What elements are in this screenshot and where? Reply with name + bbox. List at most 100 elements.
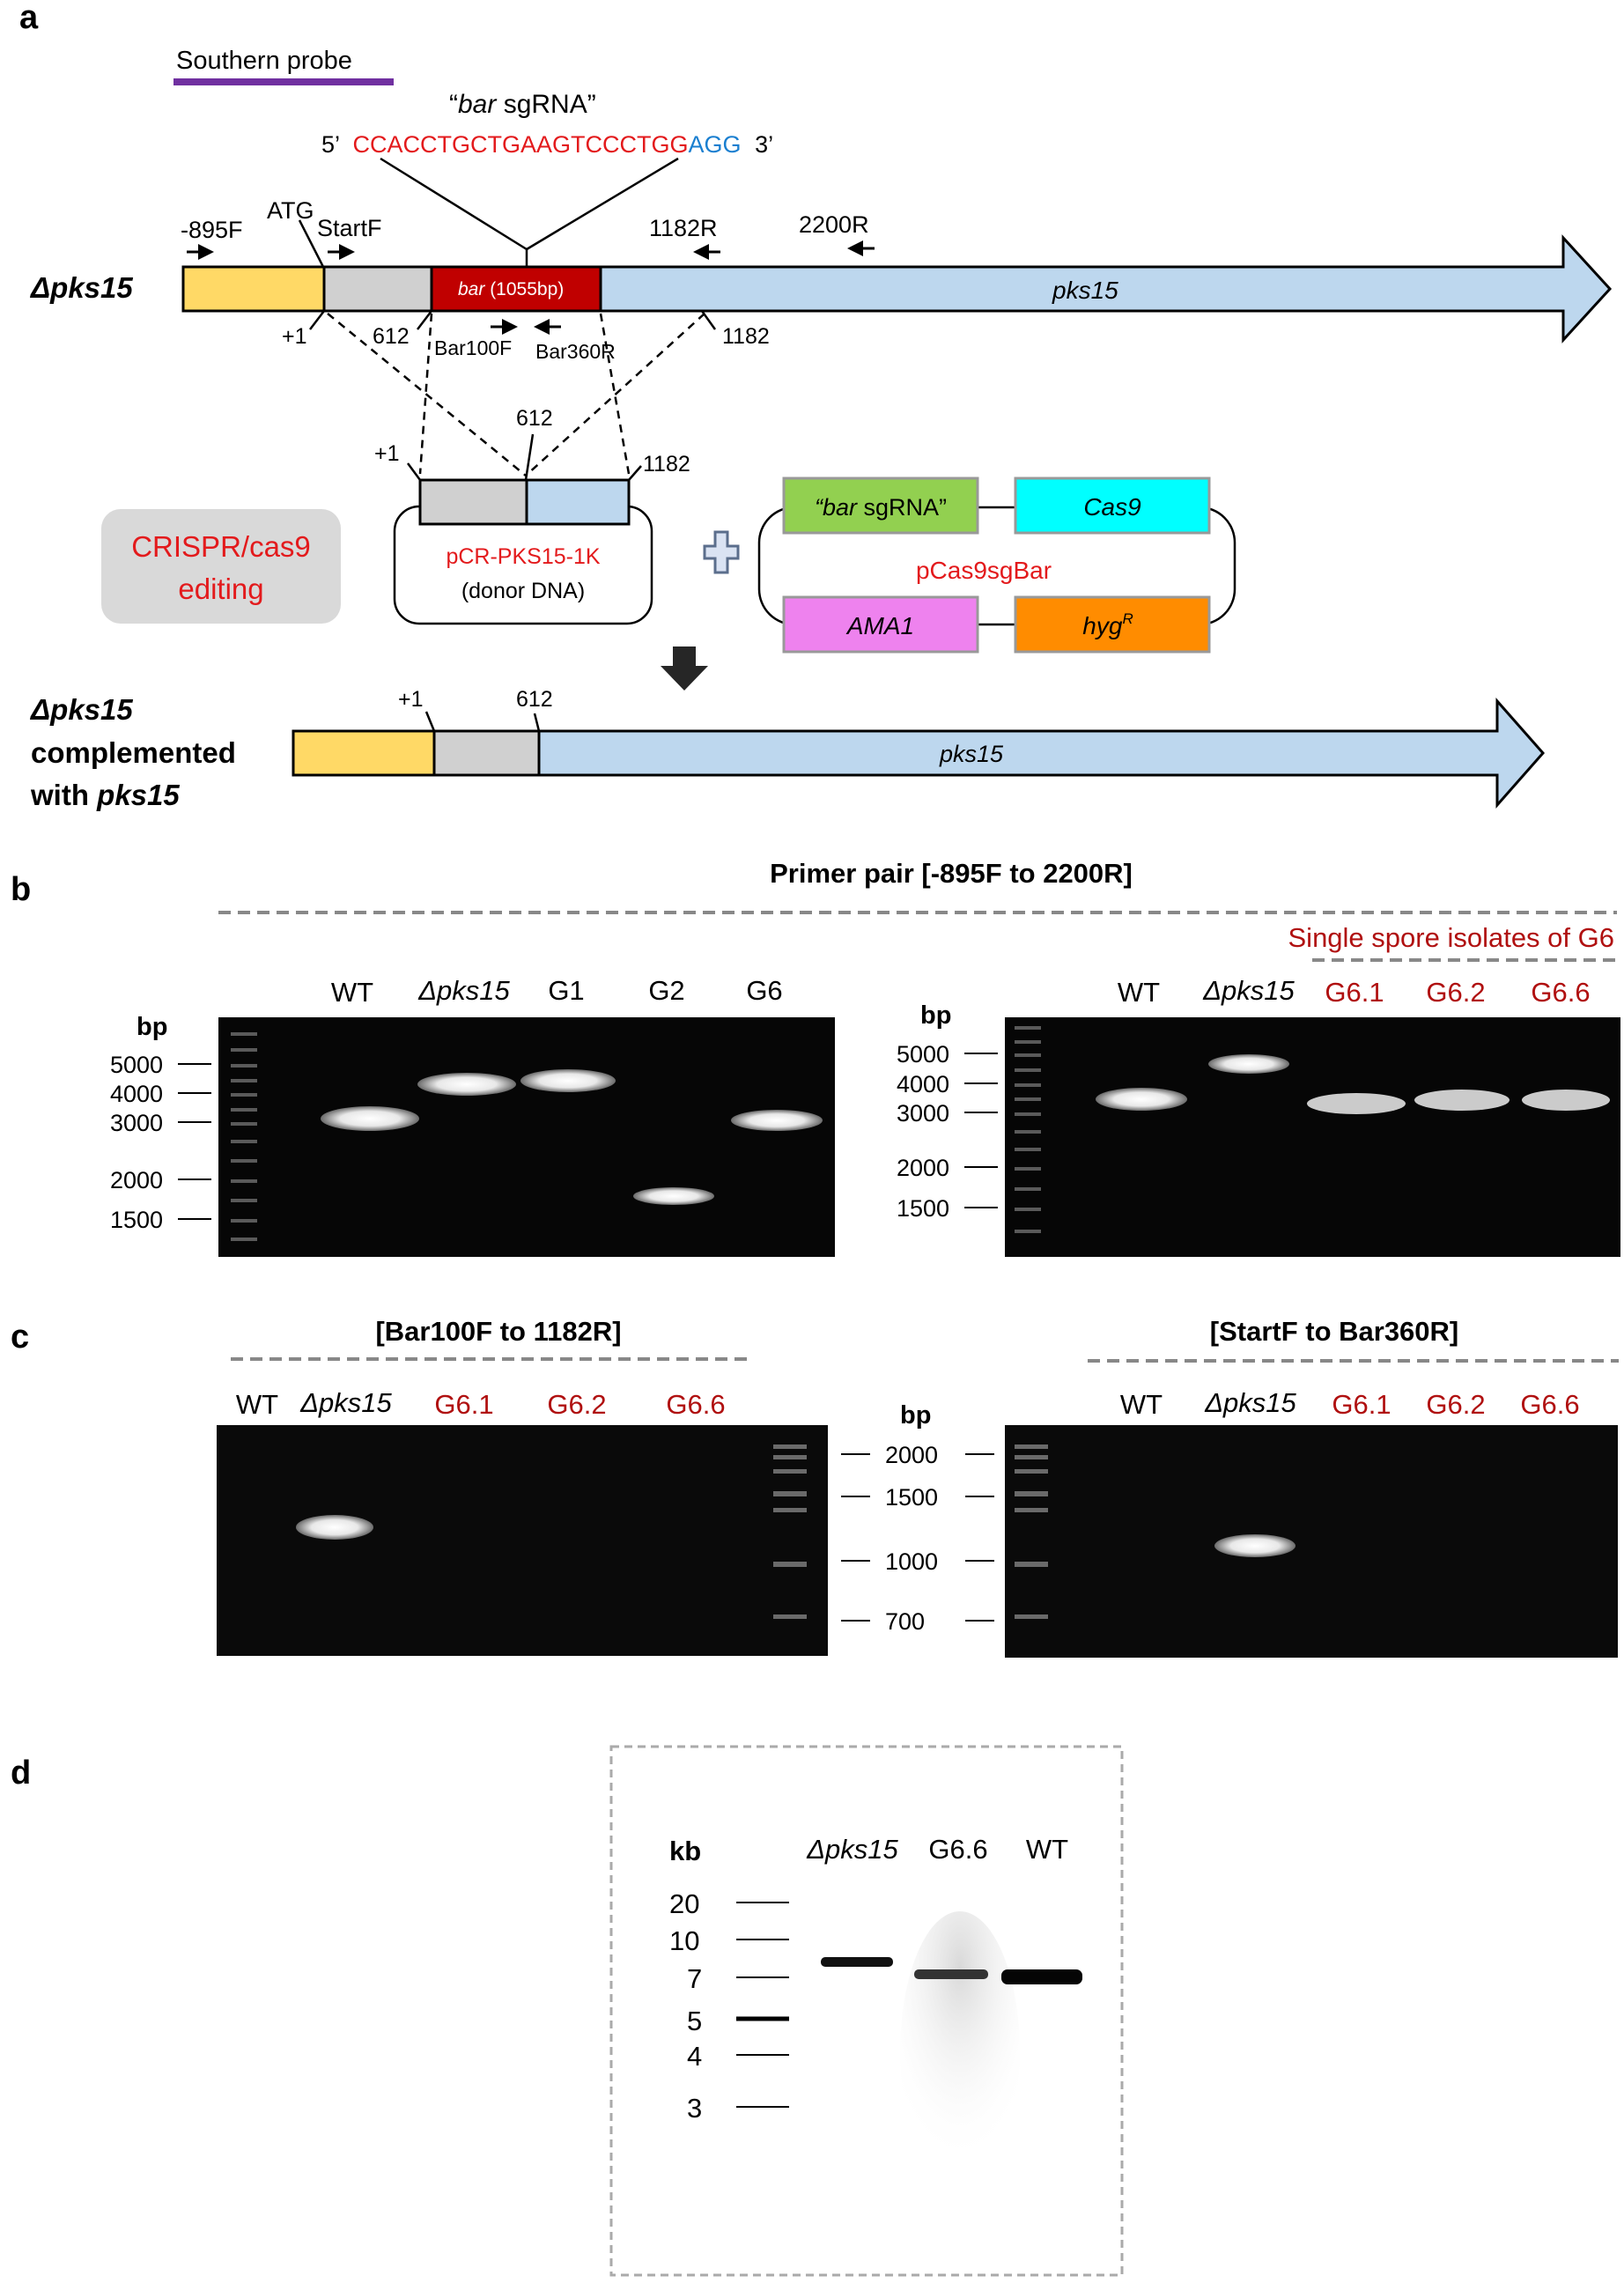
b-left-band-dpks15	[417, 1073, 516, 1096]
pks15-gene-blue-arrow	[601, 238, 1610, 267]
pks15-gene-filled	[599, 238, 1610, 267]
pks15-arrow-drawn-top	[601, 238, 1612, 267]
c-right-band-dpks15	[1214, 1534, 1296, 1557]
d-marker-4: 4	[687, 2041, 702, 2072]
b-left-marker-5000: 5000	[110, 1052, 163, 1078]
complement-612-tick	[533, 713, 541, 732]
complement-pos-612: 612	[516, 687, 553, 712]
b-left-lane-g1: G1	[548, 975, 584, 1006]
pks15-gene-arrow-shape	[601, 240, 1610, 267]
pks15-dpks15	[601, 238, 1610, 266]
homology-line-4	[525, 313, 705, 477]
pks15-gene-arrow-real	[601, 238, 1612, 267]
pks15-gene	[601, 240, 1610, 269]
b-left-marker-2000: 2000	[110, 1167, 163, 1193]
southern-probe-label: Southern probe	[176, 47, 352, 75]
d-kb: kb	[669, 1836, 701, 1866]
b-left-lane-labels: WT Δpks15 G1 G2 G6	[331, 975, 783, 1008]
d-band-dpks15	[821, 1957, 893, 1967]
gene-arrow	[601, 238, 1612, 267]
c-left-lane-g61: G6.1	[434, 1389, 493, 1420]
b-right-gel	[1005, 1017, 1620, 1257]
c-right-lane-dpks15: Δpks15	[1204, 1387, 1296, 1418]
bar-cassette-label: bar (1055bp)	[458, 279, 564, 299]
b-right-marker-4000: 4000	[897, 1071, 949, 1097]
b-left-lane-wt: WT	[331, 977, 373, 1008]
d-band-wt	[1001, 1969, 1082, 1984]
c-left-lane-labels: WT Δpks15 G6.1 G6.2 G6.6	[236, 1387, 726, 1420]
complement-start	[432, 729, 541, 777]
panel-c: [Bar100F to 1182R] [StartF to Bar360R] W…	[217, 1316, 1619, 1658]
b-right-markers: 5000 4000 3000 2000 1500	[897, 1041, 998, 1222]
c-marker-1000: 1000	[885, 1548, 938, 1575]
pks15-gene-arrow-body	[599, 234, 1613, 344]
pks15-arrow-a	[601, 240, 1612, 267]
d-lane-wt: WT	[1026, 1834, 1068, 1865]
c-right-ladder	[1015, 1444, 1048, 1619]
d-marker-3: 3	[687, 2093, 702, 2124]
pos-612-tick	[417, 310, 432, 330]
atg-tick	[298, 219, 325, 268]
d-lane-g66: G6.6	[928, 1834, 987, 1865]
d-marker-20: 20	[669, 1888, 699, 1919]
pks15-arrow	[601, 240, 1610, 267]
pks15-gene-arrow-top	[601, 240, 1610, 267]
crispr-line2: editing	[178, 573, 263, 605]
pks15-visible-arrow	[601, 240, 1612, 267]
sgrna-sequence: 5’ CCACCTGCTGAAGTCCCTGGAGG 3’	[321, 131, 773, 158]
pks15-gene-polygon	[599, 240, 1608, 267]
c-right-gel	[1005, 1425, 1618, 1658]
b-left-lane-g6: G6	[746, 975, 782, 1006]
b-left-lane-dpks15: Δpks15	[417, 975, 510, 1006]
pks15-main-arrow	[601, 240, 1612, 268]
primer-atg: ATG	[267, 197, 314, 224]
pks15-gene-arrow	[601, 240, 1610, 269]
sgrna-line-left	[380, 157, 528, 251]
panel-a: Southern probe “bar sgRNA” 5’ CCACCTGCTG…	[29, 47, 1613, 811]
cassette-cas9-label: Cas9	[1083, 493, 1140, 521]
pks15-blue-gene	[599, 238, 1610, 267]
cassette-hyg-label: hygR	[1082, 610, 1133, 639]
panel-b-title: Primer pair [-895F to 2200R]	[770, 858, 1133, 889]
pks15-gene-arrow-final	[601, 240, 1610, 267]
b-left-marker-3000: 3000	[110, 1110, 163, 1136]
pks15-top-gene-arrow	[601, 238, 1612, 267]
dpks15-gene	[601, 240, 1610, 267]
pks15-blue-arrow-top	[601, 240, 1610, 267]
donor-left-arm	[418, 478, 528, 526]
panel-label-b: b	[11, 871, 31, 908]
d-markers: 20 10 7 5 4 3	[669, 1888, 789, 2124]
crispr-line1: CRISPR/cas9	[131, 530, 311, 563]
panel-label-c: c	[11, 1319, 29, 1356]
cassette-sgrna	[782, 477, 979, 535]
donor-1182-tick	[628, 465, 642, 481]
primer-1182R: 1182R	[649, 215, 718, 241]
d-marker-5: 5	[687, 2006, 702, 2036]
crispr-box	[101, 509, 341, 624]
complement-label-2: complemented	[31, 736, 236, 769]
c-markers: 2000 1500 1000 700	[841, 1442, 994, 1635]
complement-pos-plus1: +1	[398, 687, 424, 712]
b-right-lane-wt: WT	[1118, 977, 1160, 1008]
complement-label-3: with pks15	[30, 779, 180, 811]
pks15-top-arrow	[601, 240, 1601, 267]
d-frame	[609, 1745, 1124, 2277]
pks15-gene-drawn	[599, 238, 1610, 267]
dpks15-blue-arrow	[601, 240, 1610, 267]
c-right-lane-g61: G6.1	[1332, 1389, 1391, 1420]
plasmid-name: pCas9sgBar	[916, 557, 1052, 584]
b-right-marker-3000: 3000	[897, 1100, 949, 1127]
gene-arrow-pks15	[599, 240, 1610, 267]
donor-612-tick	[524, 433, 535, 481]
b-right-lane-g61: G6.1	[1325, 977, 1384, 1008]
plus-icon	[703, 530, 740, 574]
c-left-gel	[217, 1425, 828, 1656]
southern-probe-bar	[173, 78, 394, 85]
gene-pks15-arrow	[599, 238, 1610, 267]
b-right-band-g62	[1414, 1090, 1510, 1111]
pks15-filled-arrow	[601, 238, 1612, 267]
pks15-arrow-filled-top	[601, 238, 1612, 269]
donor-pos-plus1: +1	[374, 441, 400, 466]
complement-gene-label: pks15	[939, 741, 1004, 767]
